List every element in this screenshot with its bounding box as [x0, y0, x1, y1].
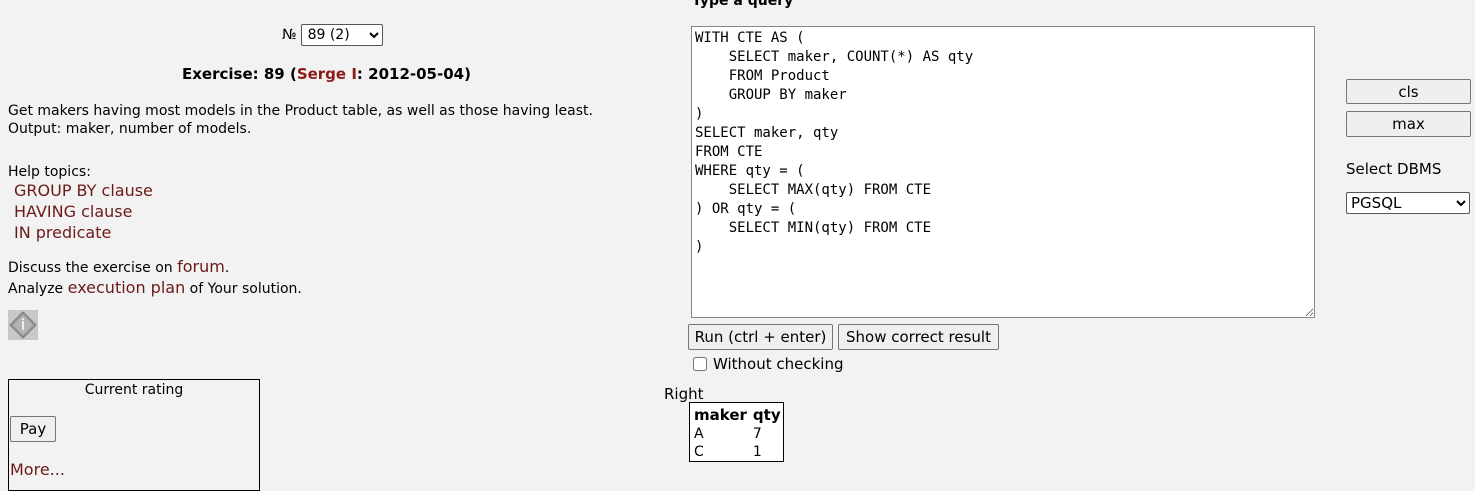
current-rating-box: Current rating Pay More... — [8, 379, 260, 491]
table-row: A 7 — [690, 425, 784, 443]
exercise-author-link[interactable]: Serge I — [296, 65, 357, 83]
select-dbms-label: Select DBMS — [1346, 160, 1442, 178]
exercise-selector-row: № 89 (2) — [282, 24, 383, 46]
query-textarea[interactable]: WITH CTE AS ( SELECT maker, COUNT(*) AS … — [691, 26, 1315, 318]
query-label: Type a query — [692, 0, 794, 9]
exercise-heading-prefix: Exercise: 89 ( — [182, 65, 297, 83]
number-symbol: № — [282, 27, 297, 43]
discuss-prefix: Discuss the exercise on — [8, 260, 178, 276]
run-button[interactable]: Run (ctrl + enter) — [688, 324, 833, 350]
analyze-line: Analyze execution plan of Your solution. — [8, 278, 302, 299]
table-cell: 7 — [752, 426, 762, 442]
discuss-suffix: . — [224, 260, 230, 276]
table-cell: 1 — [752, 444, 762, 460]
table-cell: A — [694, 426, 704, 442]
exercise-select[interactable]: 89 (2) — [300, 24, 383, 46]
exercise-description: Get makers having most models in the Pro… — [8, 102, 593, 138]
discuss-line: Discuss the exercise on forum. — [8, 257, 302, 278]
result-table-wrap: maker qty A 7 C 1 — [689, 402, 784, 462]
result-header-row: maker qty — [690, 403, 784, 426]
analyze-suffix: of Your solution. — [185, 281, 302, 297]
exercise-heading-suffix: : 2012-05-04) — [356, 65, 471, 83]
exercise-heading: Exercise: 89 (Serge I: 2012-05-04) — [182, 65, 471, 83]
without-checking-checkbox[interactable] — [693, 357, 707, 371]
more-link[interactable]: More... — [10, 460, 65, 479]
result-column-header: maker — [694, 406, 747, 424]
help-topics-title: Help topics: — [8, 164, 91, 180]
query-editor-wrap: WITH CTE AS ( SELECT maker, COUNT(*) AS … — [691, 26, 1315, 322]
result-status: Right — [664, 385, 704, 403]
dbms-select-wrap: PGSQL — [1346, 192, 1470, 214]
result-column-header: qty — [752, 406, 781, 424]
help-topics: Help topics: GROUP BY clause HAVING clau… — [8, 163, 153, 244]
show-correct-result-button[interactable]: Show correct result — [838, 324, 999, 350]
max-button[interactable]: max — [1346, 111, 1471, 137]
info-diamond-icon[interactable] — [8, 310, 38, 340]
current-rating-title: Current rating — [84, 382, 184, 398]
discuss-analyze: Discuss the exercise on forum. Analyze e… — [8, 257, 302, 299]
without-checking-label[interactable]: Without checking — [713, 355, 844, 373]
help-link-group-by[interactable]: GROUP BY clause — [14, 181, 153, 200]
description-line-2: Output: maker, number of models. — [8, 121, 252, 137]
forum-link[interactable]: forum — [177, 257, 225, 276]
result-table: maker qty A 7 C 1 — [689, 402, 784, 462]
dbms-select[interactable]: PGSQL — [1346, 192, 1470, 214]
execution-plan-link[interactable]: execution plan — [67, 278, 186, 297]
pay-button[interactable]: Pay — [10, 416, 56, 442]
analyze-prefix: Analyze — [8, 281, 68, 297]
help-link-having[interactable]: HAVING clause — [14, 202, 133, 221]
table-row: C 1 — [690, 443, 784, 462]
without-checking-row: Without checking — [692, 355, 844, 373]
cls-button[interactable]: cls — [1346, 79, 1471, 104]
table-cell: C — [694, 444, 704, 460]
description-line-1: Get makers having most models in the Pro… — [8, 103, 593, 119]
help-link-in-predicate[interactable]: IN predicate — [14, 223, 112, 242]
